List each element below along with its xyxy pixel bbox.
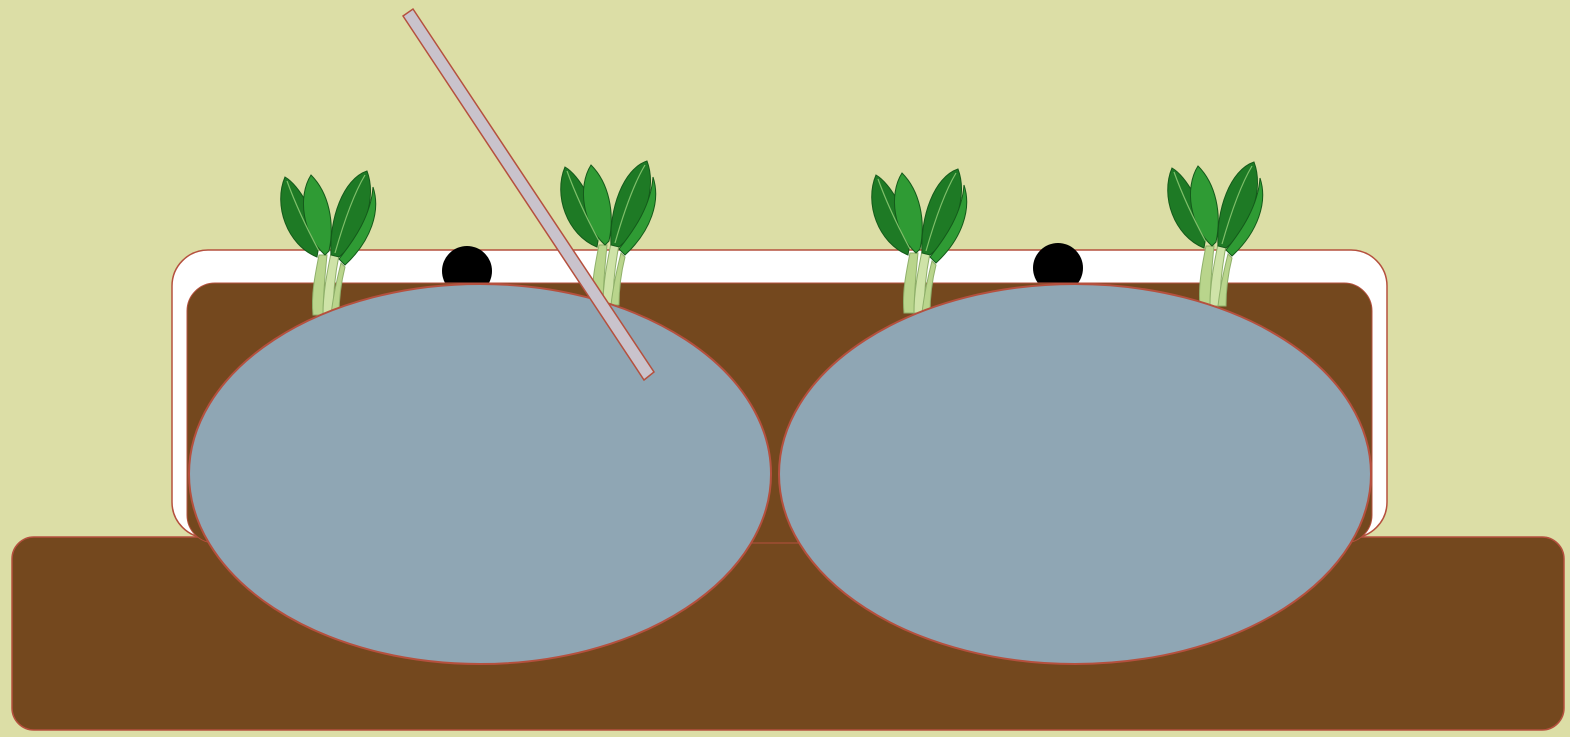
water-reservoir-right bbox=[779, 284, 1371, 664]
water-reservoir-left bbox=[189, 284, 771, 664]
